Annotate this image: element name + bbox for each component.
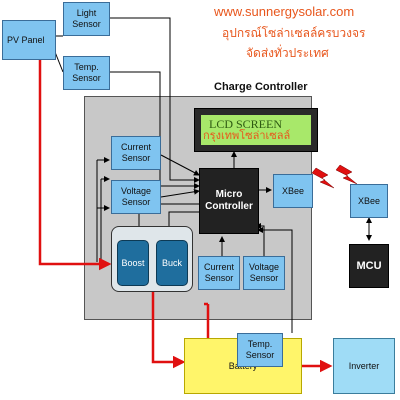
micro-controller-label: Micro Controller xyxy=(205,189,253,212)
boost-label: Boost xyxy=(121,257,145,268)
current-sensor-upper: Current Sensor xyxy=(111,136,161,170)
pv-panel: PV Panel xyxy=(2,20,56,60)
voltage-sensor-upper-label: Voltage Sensor xyxy=(120,186,152,207)
lcd-overlay-text: กรุงเทพโซล่าเซลล์ xyxy=(203,130,291,142)
wireless-bolt-left xyxy=(311,167,335,189)
temp-sensor-battery-label: Temp. Sensor xyxy=(245,339,275,360)
xbee-external: XBee xyxy=(350,184,388,218)
thai-tagline-1: อุปกรณ์โซล่าเซลล์ครบวงจร xyxy=(222,26,366,40)
voltage-sensor-lower-label: Voltage Sensor xyxy=(248,262,280,283)
micro-controller: Micro Controller xyxy=(199,168,259,234)
mcu-label: MCU xyxy=(356,259,382,272)
charge-controller-title: Charge Controller xyxy=(214,81,308,93)
lcd-display xyxy=(201,115,311,145)
voltage-sensor-upper: Voltage Sensor xyxy=(111,180,161,214)
temp-sensor-pv: Temp. Sensor xyxy=(63,56,110,90)
website-text: www.sunnergysolar.com xyxy=(214,4,355,19)
mcu: MCU xyxy=(349,244,389,288)
inverter: Inverter xyxy=(333,338,395,394)
xbee-internal: XBee xyxy=(273,174,313,208)
current-sensor-lower-label: Current Sensor xyxy=(203,262,234,283)
boost-converter: Boost xyxy=(117,240,149,286)
temp-sensor-pv-label: Temp. Sensor xyxy=(72,62,101,83)
lcd-screen: LCD SCREEN กรุงเทพโซล่าเซลล์ xyxy=(194,108,318,152)
thai-tagline-2: จัดส่งทั่วประเทศ xyxy=(246,46,329,60)
current-sensor-lower: Current Sensor xyxy=(198,256,240,290)
wireless-bolt-right xyxy=(335,164,358,185)
voltage-sensor-lower: Voltage Sensor xyxy=(243,256,285,290)
temp-sensor-battery: Temp. Sensor xyxy=(237,333,283,367)
lcd-screen-label: LCD SCREEN xyxy=(209,117,283,131)
buck-converter: Buck xyxy=(156,240,188,286)
light-sensor: Light Sensor xyxy=(63,2,110,36)
inverter-label: Inverter xyxy=(348,360,380,371)
xbee-external-label: XBee xyxy=(357,195,381,206)
buck-label: Buck xyxy=(161,257,182,268)
xbee-internal-label: XBee xyxy=(281,185,305,196)
current-sensor-upper-label: Current Sensor xyxy=(120,142,151,163)
pv-panel-label: PV Panel xyxy=(7,34,45,45)
light-sensor-label: Light Sensor xyxy=(72,8,101,29)
